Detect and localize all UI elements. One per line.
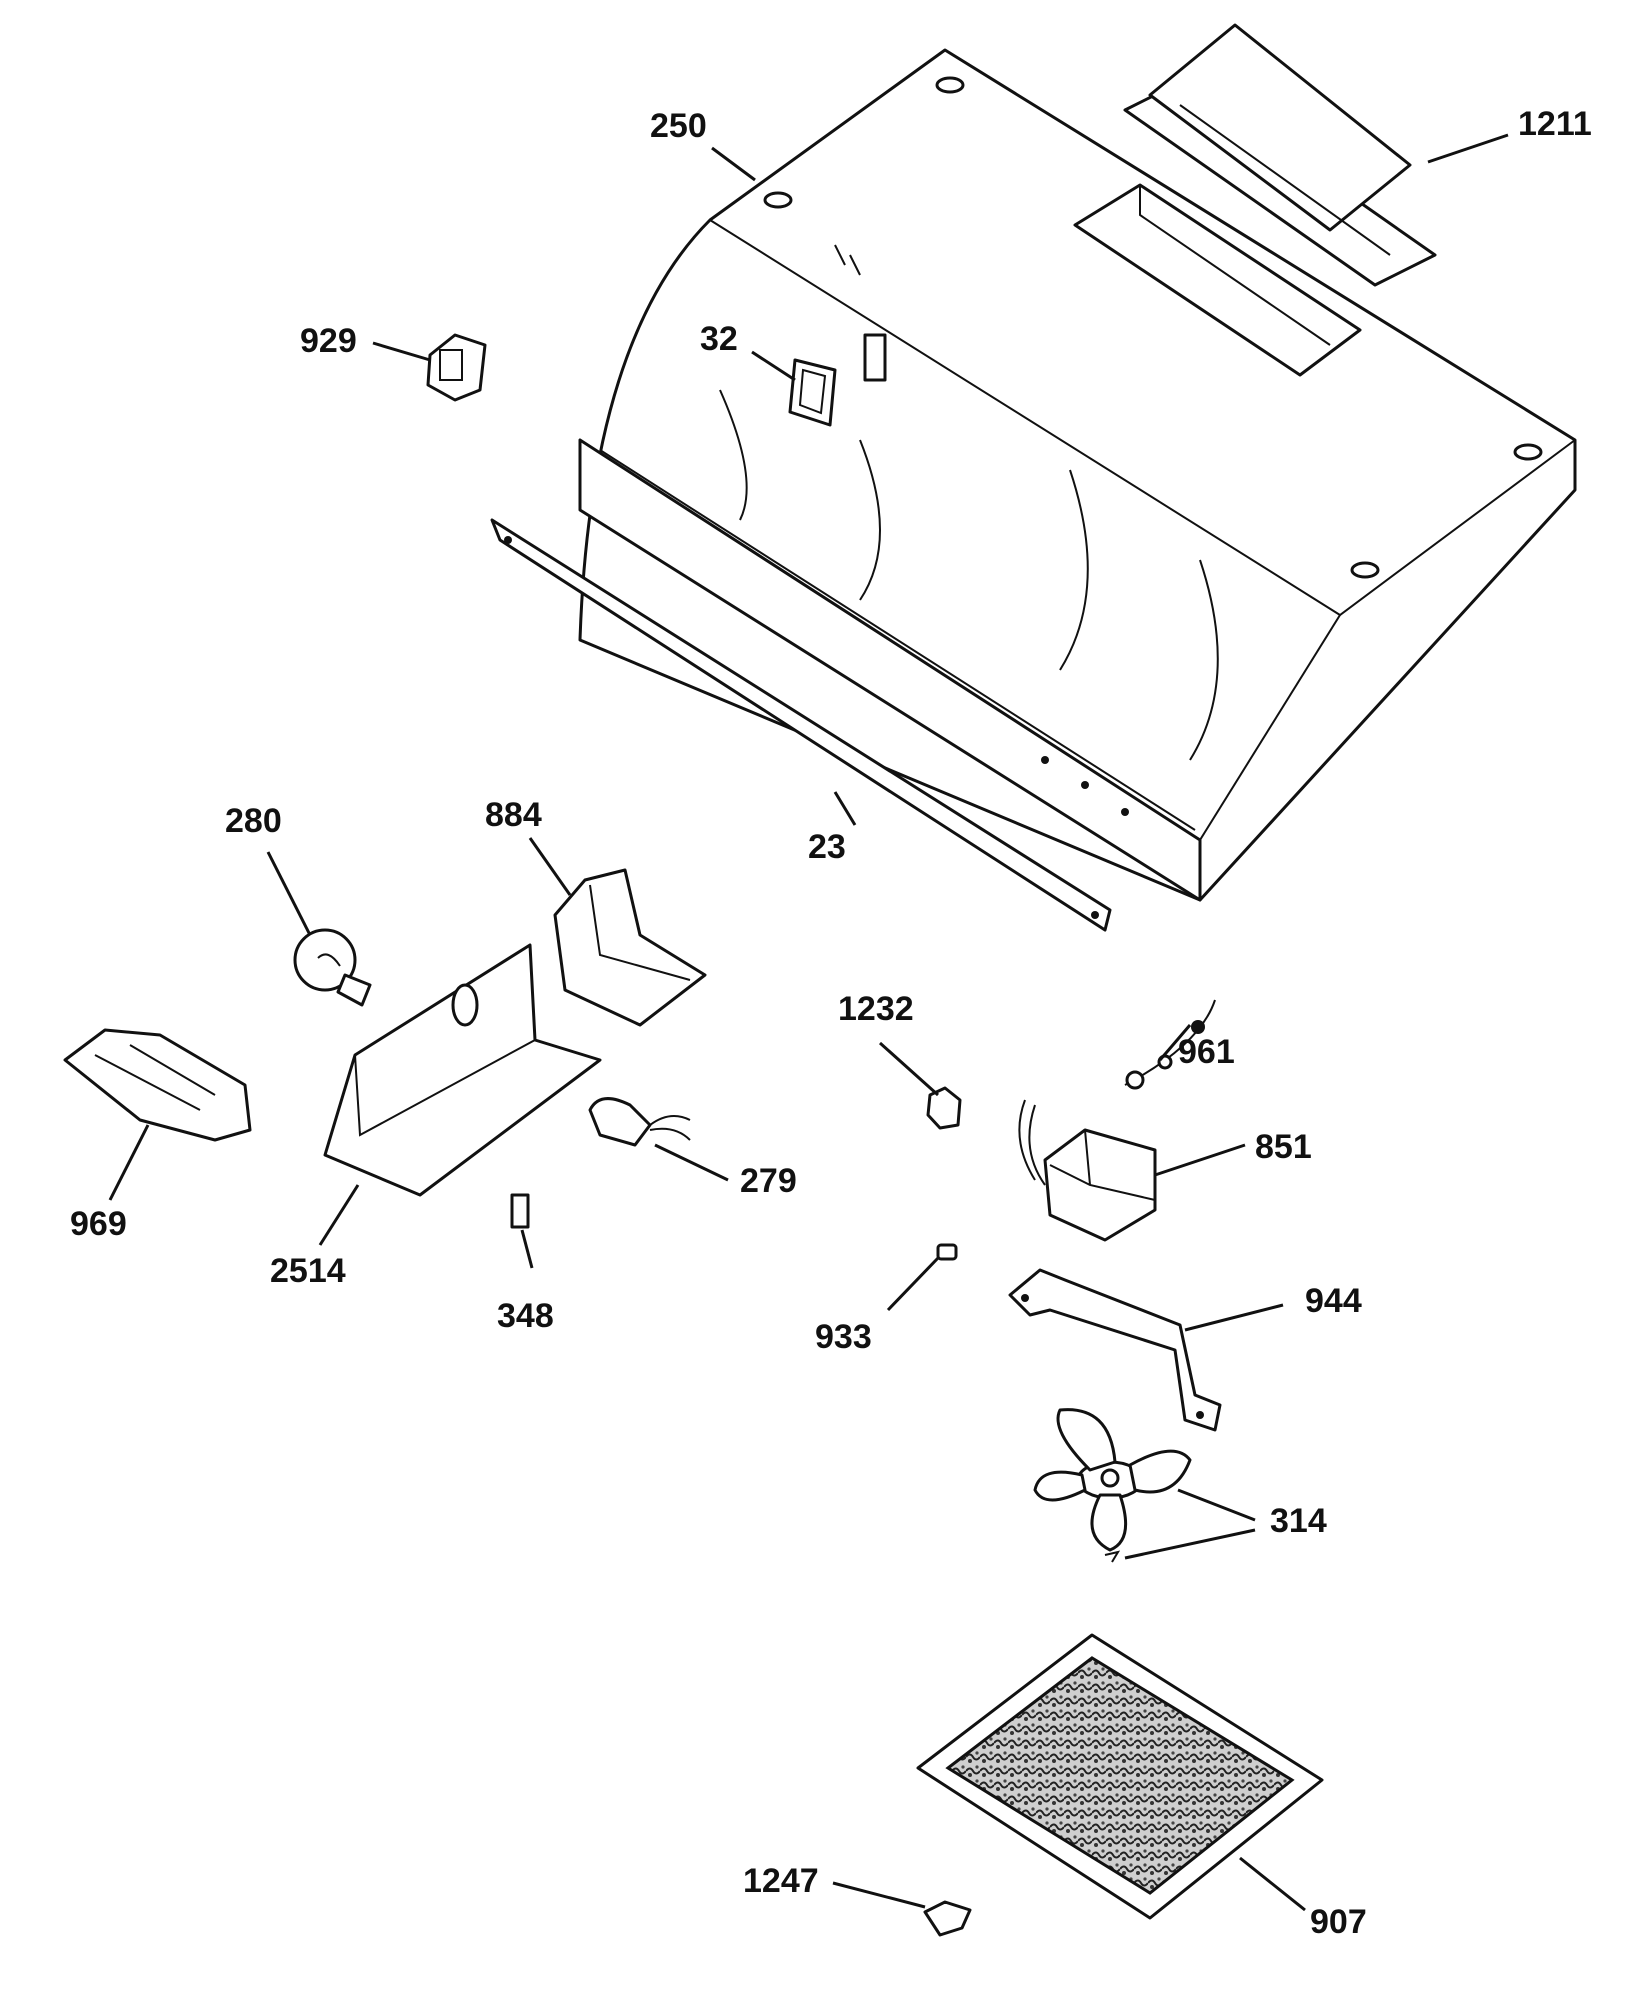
- mounting-hardware: [1124, 999, 1216, 1090]
- filter-clip: [923, 1900, 972, 1937]
- callout-32: 32: [700, 320, 738, 358]
- fan-blade: [1033, 1408, 1192, 1552]
- nut: [936, 1243, 958, 1261]
- callout-348: 348: [497, 1297, 554, 1335]
- plug-connector: [926, 1086, 962, 1130]
- callout-314: 314: [1270, 1502, 1327, 1540]
- callout-969: 969: [70, 1205, 127, 1243]
- callout-280: 280: [225, 802, 282, 840]
- light-shield: [63, 1028, 252, 1142]
- callout-1211: 1211: [1518, 105, 1592, 143]
- grease-filter: [916, 1633, 1324, 1920]
- callout-1232: 1232: [838, 990, 914, 1028]
- callout-944: 944: [1305, 1282, 1362, 1320]
- callout-labels: 250 1211 929 32 23 280 884 1232 961 969 …: [70, 105, 1592, 1941]
- damper-assembly: [1123, 23, 1437, 287]
- callout-929: 929: [300, 322, 357, 360]
- callout-933: 933: [815, 1318, 872, 1356]
- light-bulb: [293, 928, 372, 1007]
- lamp-socket-bracket: [323, 943, 602, 1197]
- callout-23: 23: [808, 828, 846, 866]
- callout-961: 961: [1178, 1033, 1235, 1071]
- callout-250: 250: [650, 107, 707, 145]
- motor-mounting-bracket: [1008, 1268, 1222, 1432]
- fan-motor: [1018, 1099, 1157, 1242]
- rocker-switch: [426, 333, 487, 402]
- fan-clip: [1104, 1550, 1121, 1563]
- callout-2514: 2514: [270, 1252, 346, 1290]
- callout-1247: 1247: [743, 1862, 819, 1900]
- callout-907: 907: [1310, 1903, 1367, 1941]
- callout-851: 851: [1255, 1128, 1312, 1166]
- front-trim-strip: [490, 518, 1112, 932]
- switch-bezel: [788, 358, 837, 427]
- callout-884: 884: [485, 796, 542, 834]
- clip: [510, 1193, 530, 1229]
- leader-lines: [108, 133, 1509, 1912]
- bulb-shield: [553, 868, 707, 1027]
- callout-279: 279: [740, 1162, 797, 1200]
- hood-body: [578, 48, 1577, 902]
- capacitor: [588, 1097, 691, 1147]
